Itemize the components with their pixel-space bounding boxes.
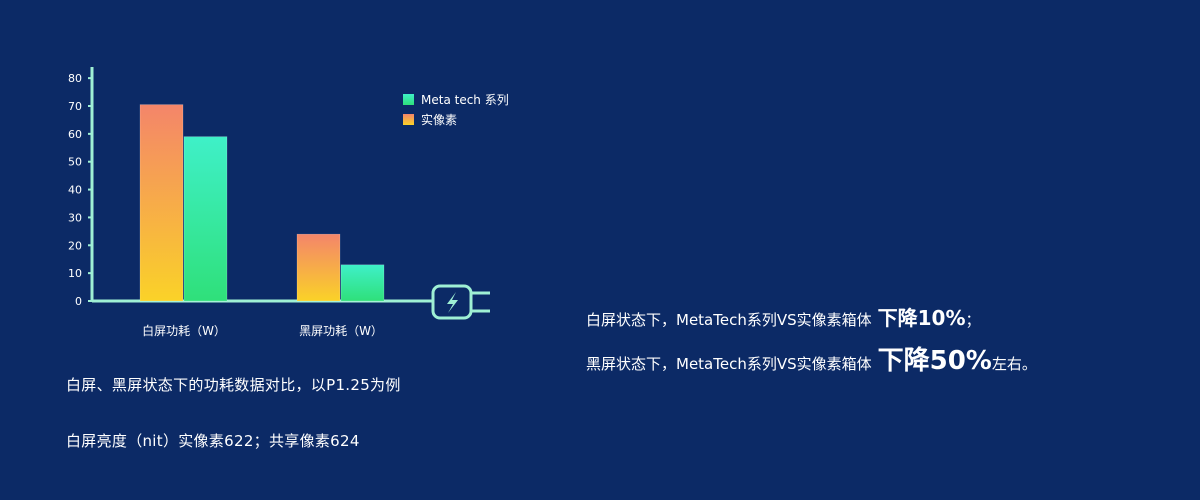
y-tick-label: 60	[68, 128, 82, 141]
black-statement-text: 黑屏状态下，MetaTech系列VS实像素箱体	[586, 355, 872, 373]
legend-label: Meta tech 系列	[421, 93, 509, 107]
y-tick-label: 30	[68, 211, 82, 224]
bar	[296, 233, 341, 302]
y-tick-label: 10	[68, 267, 82, 280]
y-tick-label: 70	[68, 100, 82, 113]
legend-label: 实像素	[421, 112, 457, 127]
legend-swatch	[403, 114, 414, 125]
bar	[183, 136, 228, 302]
y-tick-label: 50	[68, 156, 82, 169]
y-tick-label: 80	[68, 72, 82, 85]
power-consumption-chart: 0 10 20 30 40 50 60 70 80 白屏功耗（W） 黑屏功耗（W） Meta te…	[68, 67, 509, 338]
black-statement-suffix: 左右。	[991, 355, 1037, 373]
bars	[139, 104, 385, 302]
white-screen-statement: 白屏状态下，MetaTech系列VS实像素箱体下降10%；	[586, 302, 981, 331]
x-tick-label: 黑屏功耗（W）	[299, 324, 383, 338]
bar	[139, 104, 184, 302]
legend-swatch	[403, 94, 414, 105]
bar	[340, 264, 385, 302]
x-axis-labels: 白屏功耗（W） 黑屏功耗（W）	[142, 323, 383, 338]
y-tick-label: 20	[68, 239, 82, 252]
comparison-caption: 白屏、黑屏状态下的功耗数据对比，以P1.25为例	[66, 376, 401, 394]
black-statement-highlight: 下降50%	[877, 346, 992, 376]
plug-icon	[431, 284, 490, 320]
brightness-caption: 白屏亮度（nit）实像素622；共享像素624	[66, 432, 360, 450]
white-statement-highlight: 下降10%	[877, 306, 966, 330]
y-tick-label: 0	[75, 295, 82, 308]
black-screen-statement: 黑屏状态下，MetaTech系列VS实像素箱体下降50%左右。	[586, 340, 1037, 377]
white-statement-suffix: ；	[965, 311, 981, 329]
x-tick-label: 白屏功耗（W）	[142, 323, 226, 338]
white-statement-text: 白屏状态下，MetaTech系列VS实像素箱体	[586, 311, 872, 329]
y-tick-label: 40	[68, 184, 82, 197]
